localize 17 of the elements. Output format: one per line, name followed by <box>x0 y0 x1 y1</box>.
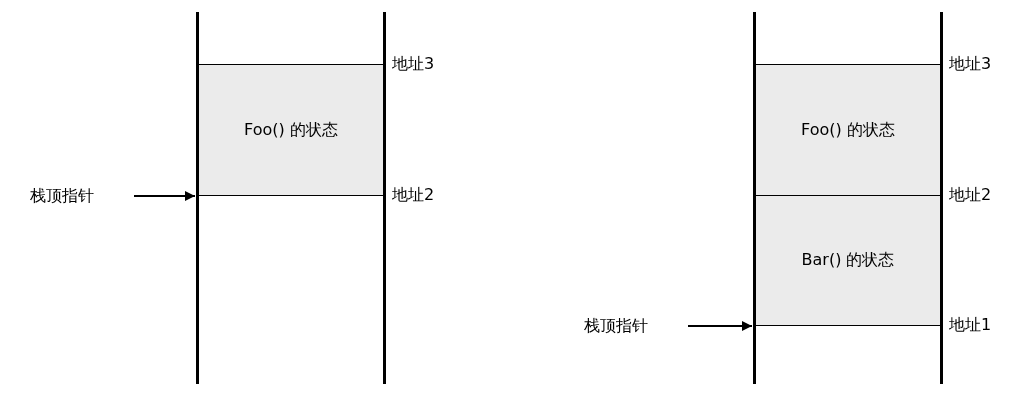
stack-column <box>753 12 943 384</box>
address-label: 地址1 <box>949 315 992 335</box>
arrow <box>687 321 753 331</box>
address-label: 地址2 <box>392 185 435 205</box>
address-label: 地址3 <box>392 54 435 74</box>
pointer-label: 栈顶指针 <box>30 185 130 207</box>
pointer-label: 栈顶指针 <box>584 315 684 337</box>
stack-column <box>196 12 386 384</box>
frame-label: Foo() 的状态 <box>244 119 338 141</box>
address-label: 地址3 <box>949 54 992 74</box>
stack-frame <box>756 64 940 196</box>
stack-frame <box>756 195 940 326</box>
address-label: 地址2 <box>949 185 992 205</box>
arrow <box>133 191 196 201</box>
frame-label: Foo() 的状态 <box>801 119 895 141</box>
frame-label: Bar() 的状态 <box>801 250 895 271</box>
stack-frame <box>199 64 383 196</box>
